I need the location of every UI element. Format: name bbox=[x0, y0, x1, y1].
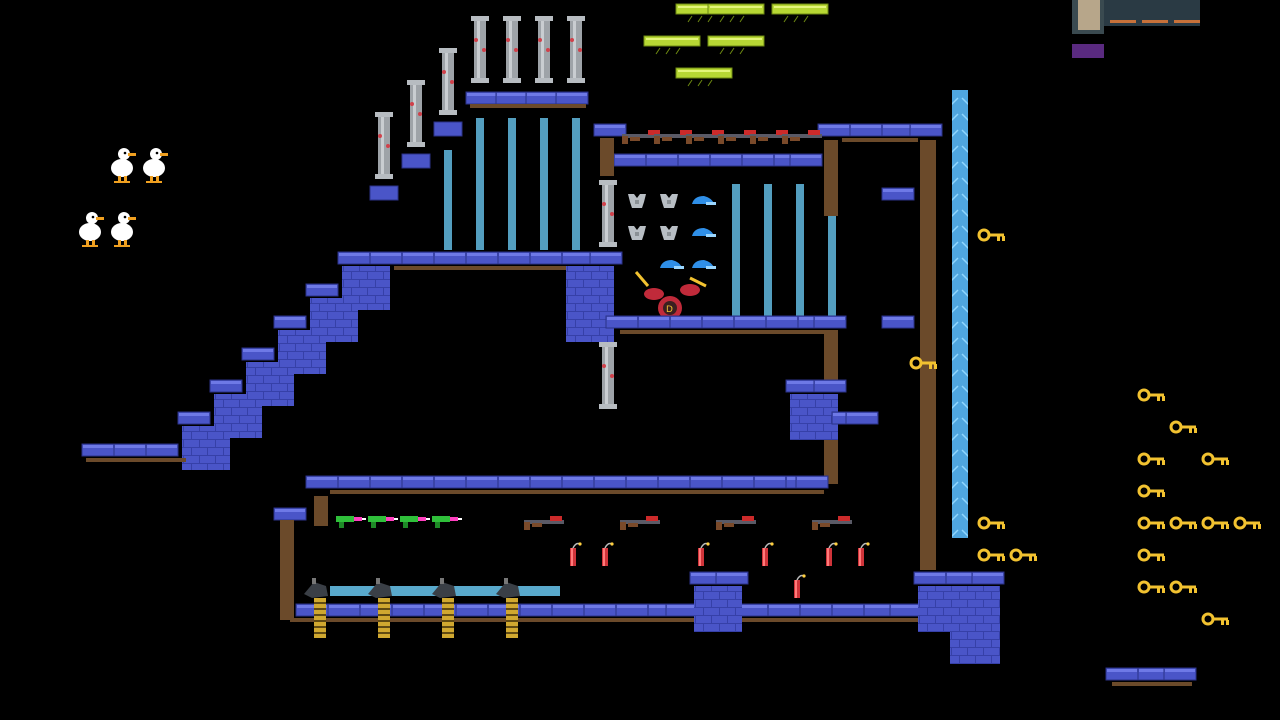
armory-room: D bbox=[593, 123, 943, 570]
svg-text:D: D bbox=[666, 305, 673, 315]
shotgun-icon bbox=[812, 516, 852, 530]
ray-gun-icon bbox=[336, 516, 366, 528]
key-icon bbox=[1201, 516, 1231, 531]
pillar-icon bbox=[567, 16, 585, 83]
key-icon bbox=[1201, 612, 1231, 627]
helmet-icon bbox=[660, 260, 684, 269]
key-icon bbox=[1137, 484, 1167, 499]
pillar-icon bbox=[407, 80, 425, 147]
duck-icon bbox=[143, 148, 168, 183]
green-platform-icon bbox=[675, 67, 733, 87]
ray-gun-icon bbox=[432, 516, 462, 528]
pillar-icon bbox=[535, 16, 553, 83]
duck-group bbox=[79, 148, 168, 247]
ray-gun-icon bbox=[368, 516, 398, 528]
green-platform-icon bbox=[707, 35, 765, 55]
pillar-icon bbox=[375, 112, 393, 179]
spring-icon bbox=[441, 597, 455, 639]
key-icon bbox=[1137, 452, 1167, 467]
key-icon bbox=[1169, 516, 1199, 531]
pillar-icon bbox=[599, 342, 617, 409]
dynamite-icon bbox=[857, 541, 871, 567]
spring-icon bbox=[505, 597, 519, 639]
key-icon bbox=[1137, 516, 1167, 531]
dynamite-icon bbox=[793, 573, 807, 599]
top-ledge bbox=[465, 91, 589, 108]
green-platform-icon bbox=[771, 3, 829, 23]
dynamite-icon bbox=[697, 541, 711, 567]
pillar-row-top bbox=[375, 16, 617, 409]
duck-icon bbox=[111, 148, 136, 183]
chest-armor-icon bbox=[628, 226, 646, 240]
key-icon bbox=[1169, 420, 1199, 435]
key-icon bbox=[1137, 580, 1167, 595]
glass-tubes-left bbox=[444, 118, 580, 250]
helmet-icon bbox=[692, 196, 716, 205]
key-icon bbox=[977, 548, 1007, 563]
ray-gun-icon bbox=[400, 516, 430, 528]
shotgun-icon bbox=[620, 516, 660, 530]
key-icon bbox=[1201, 452, 1231, 467]
helmet-icon bbox=[692, 228, 716, 237]
key-icon bbox=[1137, 548, 1167, 563]
minimap-thumbnail[interactable] bbox=[1072, 0, 1200, 58]
duck-icon bbox=[111, 212, 136, 247]
key-icon bbox=[977, 516, 1007, 531]
spring-icon bbox=[377, 597, 391, 639]
lower-hall bbox=[273, 475, 1197, 686]
stair-caps bbox=[369, 121, 463, 201]
waterfall-icon bbox=[952, 90, 968, 538]
shotgun-icon bbox=[716, 516, 756, 530]
pillar-icon bbox=[439, 48, 457, 115]
key-icon bbox=[1137, 388, 1167, 403]
green-platform-icon bbox=[707, 3, 765, 23]
green-platforms bbox=[643, 3, 829, 87]
spring-icon bbox=[313, 597, 327, 639]
mine-icon bbox=[304, 578, 328, 598]
pillar-icon bbox=[503, 16, 521, 83]
pillar-icon bbox=[599, 180, 617, 247]
key-icon bbox=[1009, 548, 1039, 563]
duck-icon bbox=[79, 212, 104, 247]
pillar-icon bbox=[471, 16, 489, 83]
staircase bbox=[81, 266, 390, 470]
middle-ledge bbox=[337, 251, 623, 342]
chest-armor-icon bbox=[660, 194, 678, 208]
dynamite-icon bbox=[601, 541, 615, 567]
key-icon bbox=[977, 228, 1007, 243]
green-platform-icon bbox=[643, 35, 701, 55]
helmet-icon bbox=[692, 260, 716, 269]
chest-armor-icon bbox=[660, 226, 678, 240]
dynamite-icon bbox=[761, 541, 775, 567]
key-icon bbox=[1169, 580, 1199, 595]
key-icon bbox=[1233, 516, 1263, 531]
dynamite-icon bbox=[569, 541, 583, 567]
drum-kit-icon: D bbox=[634, 271, 707, 320]
shotgun-icon bbox=[524, 516, 564, 530]
dynamite-icon bbox=[825, 541, 839, 567]
chest-armor-icon bbox=[628, 194, 646, 208]
